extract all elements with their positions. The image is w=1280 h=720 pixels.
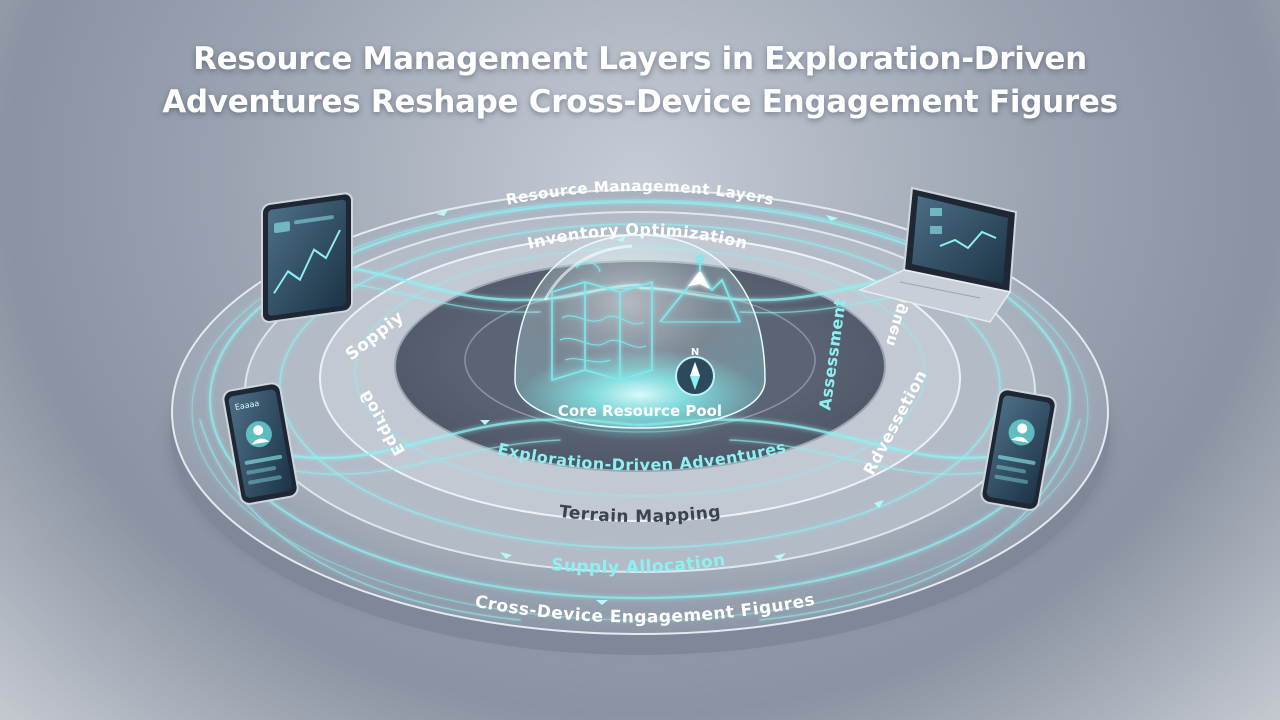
mountain-icon — [659, 255, 741, 323]
page-title: Resource Management Layers in Exploratio… — [0, 38, 1280, 124]
phone-device-right — [980, 388, 1057, 511]
tablet-device — [261, 192, 353, 323]
compass-icon: N — [675, 347, 715, 396]
label-core-resource-pool: Core Resource Pool — [558, 402, 722, 420]
laptop-device — [857, 186, 1018, 323]
svg-text:N: N — [691, 347, 699, 358]
map-icon — [551, 261, 653, 382]
title-line-2: Adventures Reshape Cross-Device Engageme… — [162, 84, 1118, 120]
flow-arrows — [436, 210, 884, 605]
phone-left-header: Eaaaa — [234, 399, 260, 412]
phone-device-left: Eaaaa — [222, 382, 299, 505]
title-line-1: Resource Management Layers in Exploratio… — [193, 41, 1087, 77]
